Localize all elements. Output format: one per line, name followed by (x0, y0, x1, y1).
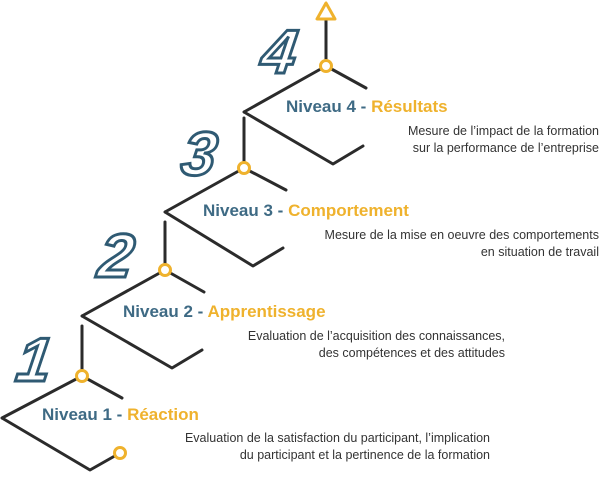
level-1-description: Evaluation de la satisfaction du partici… (185, 430, 490, 464)
level-3-desc-line1: Mesure de la mise en oeuvre des comporte… (324, 228, 599, 242)
level-2-label: Niveau 2 (123, 302, 193, 321)
level-4-desc-line1: Mesure de l’impact de la formation (407, 124, 599, 138)
level-2-name: Apprentissage (207, 302, 326, 321)
node-1-circle-icon (75, 369, 89, 383)
level-4-label: Niveau 4 (286, 97, 356, 116)
level-2-desc-line1: Evaluation de l’acquisition des connaiss… (247, 329, 505, 343)
level-1-label: Niveau 1 (42, 405, 112, 424)
level-4-title: Niveau 4 - Résultats (286, 97, 448, 117)
level-4-desc-line2: sur la performance de l’entreprise (412, 141, 599, 155)
node-4-circle-icon (319, 59, 333, 73)
node-start-circle-icon (113, 446, 127, 460)
level-2-separator: - (197, 302, 204, 321)
level-4-separator: - (360, 97, 367, 116)
node-2-circle-icon (158, 263, 172, 277)
level-1-desc-line2: du participant et la pertinence de la fo… (239, 448, 490, 462)
level-1-separator: - (116, 405, 123, 424)
step-4-lines (242, 18, 368, 166)
level-2-desc-line2: des compétences et des attitudes (318, 346, 505, 360)
level-3-description: Mesure de la mise en oeuvre des comporte… (325, 227, 599, 261)
node-3-circle-icon (237, 161, 251, 175)
level-3-separator: - (277, 201, 284, 220)
level-4-description: Mesure de l’impact de la formation sur l… (408, 123, 599, 157)
level-1-title: Niveau 1 - Réaction (42, 405, 199, 425)
level-1-name: Réaction (127, 405, 199, 424)
level-2-title: Niveau 2 - Apprentissage (123, 302, 326, 322)
level-3-title: Niveau 3 - Comportement (203, 201, 409, 221)
level-2-description: Evaluation de l’acquisition des connaiss… (248, 328, 505, 362)
level-3-name: Comportement (288, 201, 409, 220)
level-3-label: Niveau 3 (203, 201, 273, 220)
level-4-name: Résultats (371, 97, 448, 116)
level-1-desc-line1: Evaluation de la satisfaction du partici… (184, 431, 490, 445)
level-3-desc-line2: en situation de travail (480, 245, 599, 259)
triangle-arrow-icon (315, 1, 337, 21)
